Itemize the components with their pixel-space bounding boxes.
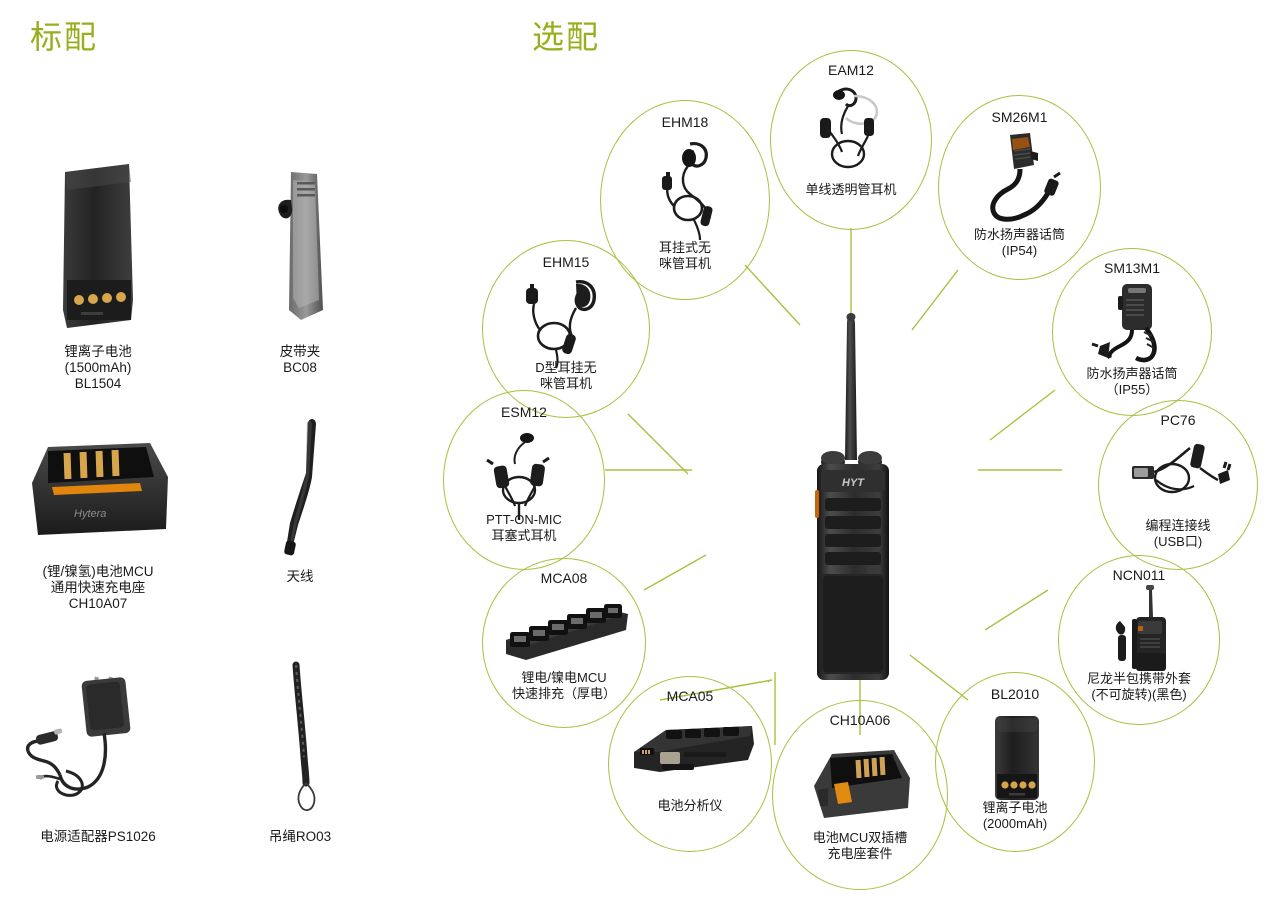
optional-node-sm13m1: SM13M1 防水扬声器话筒 （IP55） [1052, 248, 1212, 416]
standard-item-caption: (锂/镍氢)电池MCU 通用快速充电座 CH10A07 [42, 564, 154, 611]
optional-node-ch10a06: CH10A06 电池MCU双插槽 充电座套件 [772, 700, 948, 890]
belt-clip-art [210, 160, 390, 340]
optional-desc: 尼龙半包携带外套 (不可旋转)(黑色) [1086, 671, 1191, 702]
optional-code: PC76 [1160, 412, 1196, 428]
optional-desc: 耳挂式无 咪管耳机 [658, 240, 711, 271]
optional-code: MCA05 [666, 688, 714, 704]
optional-desc: 防水扬声器话筒 （IP55） [1086, 366, 1178, 397]
optional-node-ehm18: EHM18 耳挂式无 咪管耳机 [600, 100, 770, 300]
standard-item-bc08: 皮带夹 BC08 [210, 160, 390, 376]
optional-code: MCA08 [540, 570, 588, 586]
standard-item-ro03: 吊绳RO03 [210, 661, 390, 845]
optional-desc: 电池分析仪 [657, 798, 723, 813]
optional-desc: D型耳挂无 咪管耳机 [535, 360, 597, 391]
optional-desc: 锂电/镍电MCU 快速排充（厚电） [511, 670, 616, 701]
optional-code: EAM12 [828, 62, 874, 78]
standard-item-caption: 锂离子电池 (1500mAh) BL1504 [64, 344, 132, 391]
standard-item-antenna: 天线 [210, 415, 390, 585]
standard-item-caption: 皮带夹 BC08 [279, 344, 321, 375]
standard-item-caption: 吊绳RO03 [268, 829, 332, 844]
lanyard-art [210, 661, 390, 825]
optional-code: NCN011 [1112, 567, 1166, 583]
optional-code: SM26M1 [991, 109, 1048, 125]
optional-code: CH10A06 [829, 712, 891, 728]
optional-node-mca08: MCA08 锂电/镍电MCU 快速排充（厚电） [482, 558, 646, 728]
optional-desc: PTT-ON-MIC 耳塞式耳机 [486, 512, 562, 543]
optional-code: ESM12 [501, 404, 547, 420]
antenna-art [210, 415, 390, 565]
optional-node-ehm15: EHM15 D型耳挂无 咪管耳机 [482, 240, 650, 418]
optional-node-eam12: EAM12 单线透明管耳机 [770, 50, 932, 230]
section-title-optional: 选配 [532, 19, 601, 55]
svg-text:Hytera: Hytera [74, 508, 106, 520]
optional-code: EHM15 [542, 254, 590, 270]
optional-desc: 防水扬声器话筒 (IP54) [973, 227, 1065, 258]
optional-node-sm26m1: SM26M1 防水扬声器话筒 (IP54) [938, 95, 1101, 280]
optional-desc: 单线透明管耳机 [805, 182, 897, 197]
optional-node-bl2010: BL2010 锂离子电池 (2000mAh) [935, 672, 1095, 852]
optional-desc: 电池MCU双插槽 充电座套件 [812, 830, 908, 861]
optional-node-pc76: PC76 编程连接线 (USB口) [1098, 400, 1258, 570]
standard-item-ps1026: 电源适配器PS1026 [8, 675, 188, 845]
radio-brand-label: HYT [842, 477, 865, 489]
optional-code: SM13M1 [1103, 260, 1161, 276]
center-radio: HYT [795, 300, 915, 700]
optional-node-mca05: MCA05 电池分析仪 [608, 676, 772, 852]
optional-code: BL2010 [990, 686, 1040, 702]
optional-desc: 锂离子电池 (2000mAh) [982, 800, 1048, 831]
charger-single-art: Hytera [8, 425, 188, 560]
standard-item-caption: 天线 [286, 569, 314, 584]
standard-item-caption: 电源适配器PS1026 [40, 829, 156, 844]
power-adapter-art [8, 675, 188, 825]
optional-node-esm12: ESM12 PTT-ON-MIC 耳塞式耳机 [443, 390, 605, 570]
optional-code: EHM18 [661, 114, 709, 130]
standard-item-bl1504: 锂离子电池 (1500mAh) BL1504 [8, 160, 188, 392]
optional-node-ncn011: NCN011 尼龙半包携带外套 (不可旋转)(黑色) [1058, 555, 1220, 725]
section-title-standard: 标配 [30, 19, 99, 55]
standard-item-ch10a07: Hytera (锂/镍氢)电池MCU 通用快速充电座 CH10A07 [8, 425, 188, 612]
optional-desc: 编程连接线 (USB口) [1145, 518, 1211, 549]
battery-slim-art [8, 160, 188, 340]
